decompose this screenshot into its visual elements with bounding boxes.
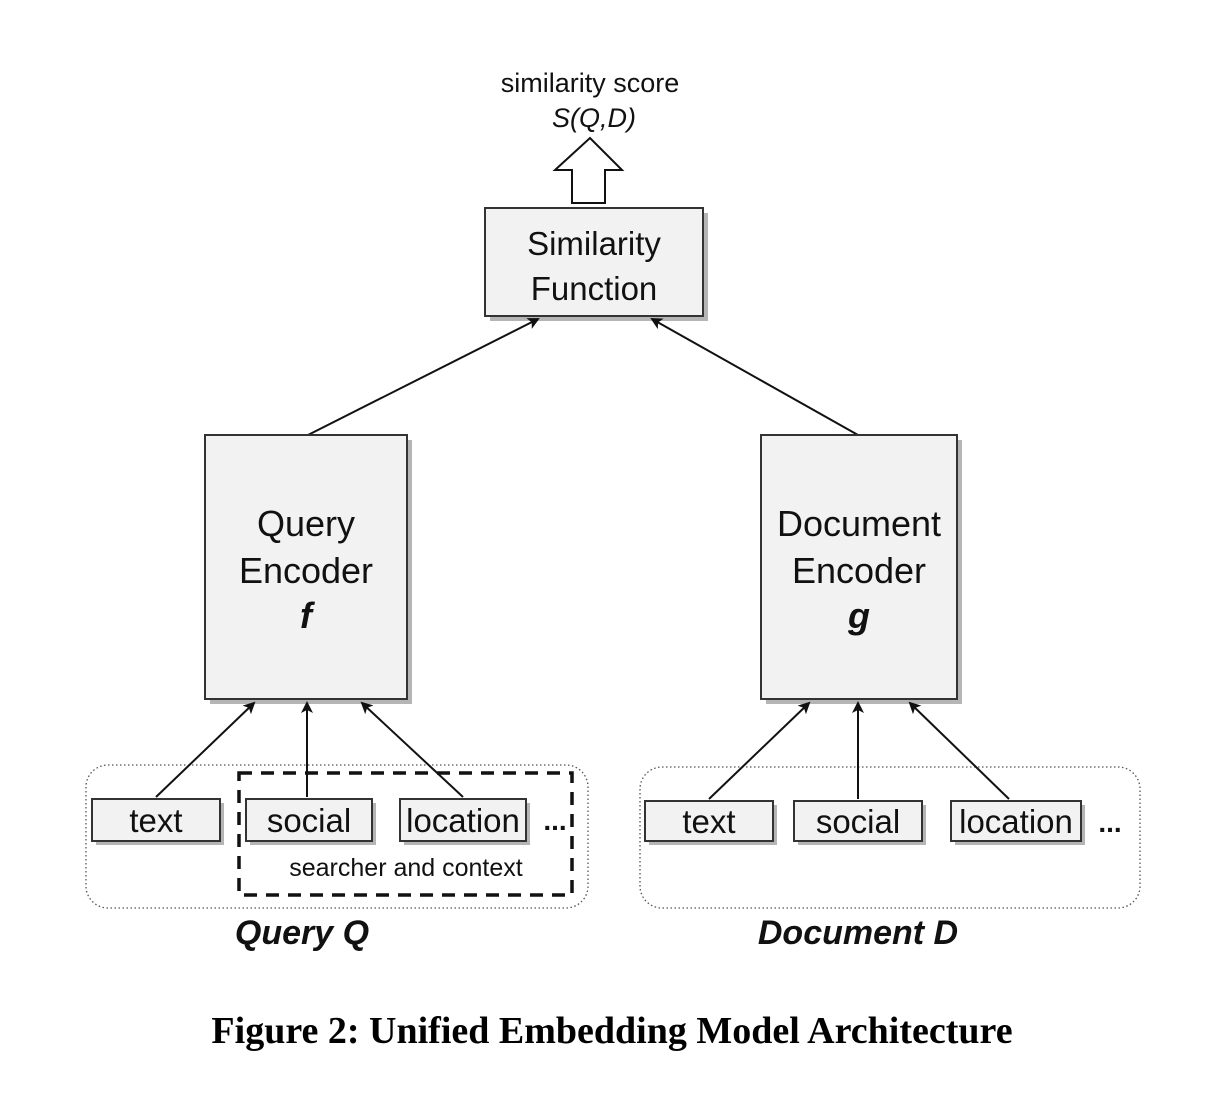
edge-query-location-to-encoder: [360, 701, 464, 798]
edge-document-encoder-to-similarity: [650, 318, 859, 436]
query-encoder-line2: Encoder: [239, 550, 373, 591]
document-text-box: text: [644, 800, 777, 845]
document-location-box: location: [950, 800, 1085, 845]
document-text-label: text: [682, 803, 735, 840]
similarity-function-box: Similarity Function: [484, 207, 708, 321]
searcher-context-group: [237, 771, 574, 897]
edge-query-text-to-encoder: [155, 701, 256, 798]
document-location-label: location: [959, 803, 1073, 840]
query-encoder-symbol: f: [300, 595, 315, 636]
query-location-label: location: [406, 802, 520, 839]
query-location-box: location: [399, 798, 530, 845]
document-encoder-line1: Document: [777, 503, 941, 544]
query-text-box: text: [91, 798, 224, 845]
document-encoder-symbol: g: [847, 595, 870, 636]
document-social-box: social: [793, 800, 926, 845]
document-social-label: social: [816, 803, 900, 840]
query-social-label: social: [267, 802, 351, 839]
document-group-label: Document D: [758, 914, 958, 952]
query-group-label: Query Q: [235, 914, 369, 952]
edge-query-encoder-to-similarity: [307, 318, 540, 436]
query-encoder-line1: Query: [257, 503, 355, 544]
similarity-function-line1: Similarity: [527, 225, 661, 262]
query-more-ellipsis: ...: [543, 805, 566, 836]
figure-caption: Figure 2: Unified Embedding Model Archit…: [211, 1010, 1012, 1052]
searcher-context-label: searcher and context: [289, 854, 523, 882]
document-encoder-box: Document Encoder g: [760, 434, 962, 704]
document-more-ellipsis: ...: [1098, 807, 1121, 838]
edge-document-location-to-encoder: [908, 701, 1010, 800]
edge-document-text-to-encoder: [708, 701, 811, 800]
query-encoder-box: Query Encoder f: [204, 434, 412, 704]
query-social-box: social: [245, 798, 376, 845]
query-text-label: text: [129, 802, 182, 839]
document-encoder-line2: Encoder: [792, 550, 926, 591]
similarity-score-formula: S(Q,D): [552, 103, 636, 133]
similarity-score-label: similarity score: [501, 68, 680, 98]
output-arrow: [552, 136, 625, 204]
similarity-function-line2: Function: [531, 270, 658, 307]
